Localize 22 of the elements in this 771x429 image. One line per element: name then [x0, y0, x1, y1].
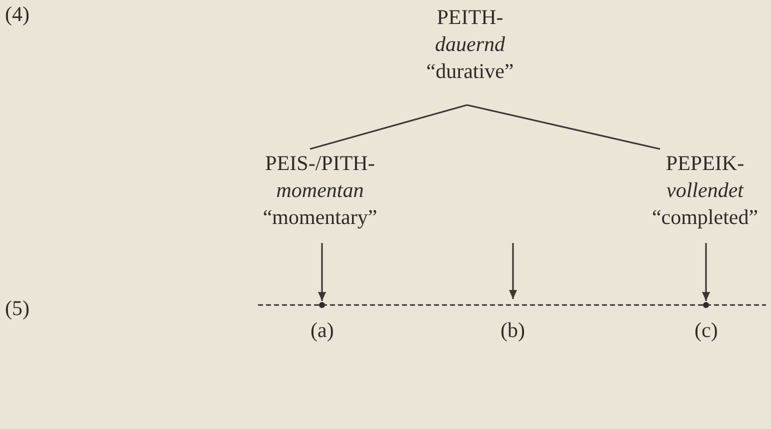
- branch-line: [310, 104, 468, 150]
- stem-form: PEITH-: [436, 4, 504, 31]
- term-label: dauernd: [434, 31, 506, 58]
- point-label: (c): [694, 318, 718, 342]
- stem-form: PEIS-/PITH-: [264, 150, 376, 177]
- example-number: (4): [5, 2, 30, 26]
- stem-form: PEPEIK-: [664, 150, 746, 177]
- arrow: [509, 243, 517, 299]
- point-dot: [319, 302, 325, 308]
- gloss-text: “durative”: [425, 58, 515, 85]
- gloss-text: “completed”: [650, 204, 760, 231]
- gloss-text: “momentary”: [262, 204, 378, 231]
- branch-line: [466, 104, 660, 150]
- term-label: vollendet: [666, 177, 745, 204]
- example-number: (5): [5, 296, 30, 320]
- point-label: (b): [500, 318, 525, 342]
- term-label: momentan: [275, 177, 365, 204]
- arrow: [702, 243, 710, 301]
- point-label: (a): [310, 318, 334, 342]
- dashed-timeline: [258, 301, 766, 309]
- arrow: [318, 243, 326, 301]
- point-dot: [703, 302, 709, 308]
